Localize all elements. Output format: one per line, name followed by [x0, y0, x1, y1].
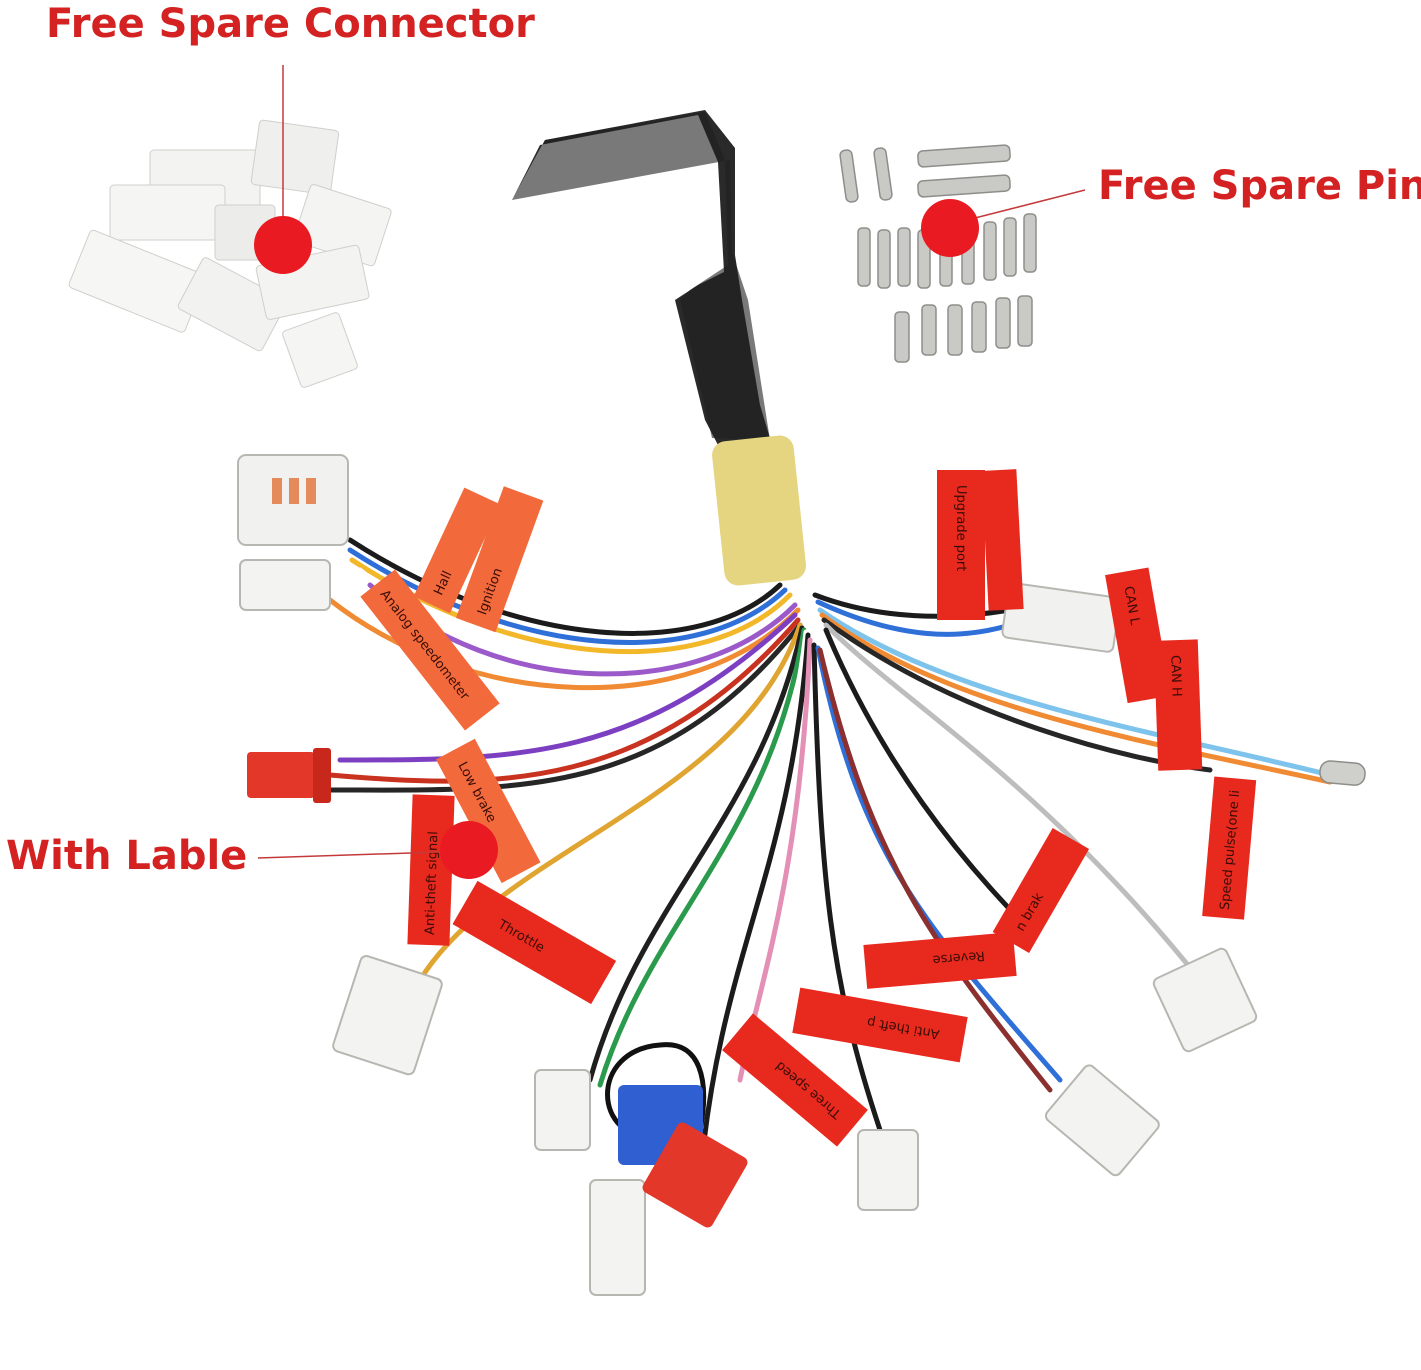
- wire: [327, 617, 801, 784]
- white-connector: [1044, 1064, 1160, 1177]
- bullet-terminal: [1319, 760, 1366, 786]
- spare-connectors-group: [68, 119, 392, 388]
- tag-speed-pulse: Speed pulse(one li: [1202, 776, 1257, 920]
- spare-pins-group: [839, 144, 1037, 363]
- tag-throttle: Throttle: [452, 880, 617, 1005]
- leader-spare-pin: [974, 189, 1086, 219]
- white-connector: [589, 1179, 646, 1296]
- callout-with-lable: With Lable: [6, 833, 248, 879]
- tag-can-h: CAN H: [1153, 639, 1203, 771]
- spare-pin: [894, 311, 910, 363]
- spare-pin: [897, 227, 911, 287]
- wire: [347, 537, 783, 636]
- red-connector: [247, 752, 315, 798]
- callout-leaders: [257, 65, 1086, 859]
- spare-connector: [282, 312, 358, 388]
- spare-pin: [995, 297, 1011, 349]
- wire: [697, 632, 811, 1183]
- tag-can-h-text: CAN H: [1167, 655, 1183, 697]
- spare-pin: [873, 147, 893, 201]
- white-connector: [1152, 947, 1258, 1053]
- tag-hall: Hall: [413, 487, 501, 614]
- callout-free-spare-connector: Free Spare Connector: [46, 1, 535, 47]
- ignition-connector: [239, 559, 331, 611]
- throttle-connector: [332, 955, 443, 1076]
- spare-pin: [983, 221, 997, 281]
- callout-free-spare-pin: Free Spare Pin: [1098, 163, 1421, 209]
- wire: [812, 592, 1013, 619]
- wire-tags: Hall Ignition Analog speedometer Low bra…: [360, 469, 1257, 1147]
- tag-ignition: Ignition: [455, 486, 544, 633]
- main-connector: [512, 110, 807, 586]
- spare-pin: [921, 304, 937, 356]
- wire: [327, 597, 801, 691]
- tag-reverse: Reverse: [863, 931, 1017, 989]
- wire: [817, 647, 1053, 1093]
- tag-high-brake: n brak: [992, 828, 1090, 953]
- spare-connector: [177, 257, 288, 352]
- red-dot-icon: [254, 216, 312, 274]
- wire: [337, 612, 798, 763]
- harness-connectors: [237, 454, 1366, 1296]
- wire: [597, 627, 807, 1088]
- tag-upgrade-port-text: Upgrade port: [953, 485, 968, 571]
- spare-pin: [1003, 217, 1017, 277]
- tag-anti-theft-p: Anti theft p: [792, 987, 968, 1063]
- tag-low-brake: Low brake: [435, 738, 541, 884]
- spare-pin: [839, 149, 859, 203]
- spare-pin: [971, 301, 987, 353]
- yellow-heatshrink: [712, 435, 807, 586]
- spare-pin: [877, 229, 891, 289]
- wire: [823, 627, 1033, 933]
- red-dot-icon: [440, 821, 498, 879]
- white-connector: [534, 1069, 591, 1151]
- wire: [817, 607, 1333, 778]
- spare-pin: [1023, 213, 1037, 273]
- tag-anti-theft-signal: Anti-theft signal: [407, 794, 455, 946]
- wire: [811, 642, 883, 1133]
- wire: [327, 622, 803, 793]
- white-connector: [857, 1129, 919, 1211]
- wire: [819, 612, 1333, 785]
- tag-can-l-text: CAN L: [1120, 585, 1142, 627]
- wire: [815, 599, 1013, 637]
- spare-connector: [250, 119, 340, 196]
- spare-pin: [857, 227, 871, 287]
- red-dot-icon: [921, 199, 979, 257]
- tag-can-l: CAN L: [1105, 567, 1171, 704]
- spare-connector: [109, 184, 226, 241]
- leader-with-lable: [257, 851, 441, 859]
- tag-upgrade-port: Upgrade port: [937, 470, 985, 620]
- wire: [823, 622, 1203, 983]
- tag-reverse-text: Reverse: [932, 948, 985, 967]
- spare-connector: [68, 229, 207, 333]
- spare-pin: [947, 304, 963, 356]
- spare-pin: [917, 174, 1011, 198]
- red-connector: [642, 1122, 748, 1228]
- spare-pin: [1017, 295, 1033, 347]
- spare-pin: [917, 144, 1011, 168]
- tag-anti-theft-signal-text: Anti-theft signal: [423, 831, 442, 935]
- wire: [587, 625, 805, 1083]
